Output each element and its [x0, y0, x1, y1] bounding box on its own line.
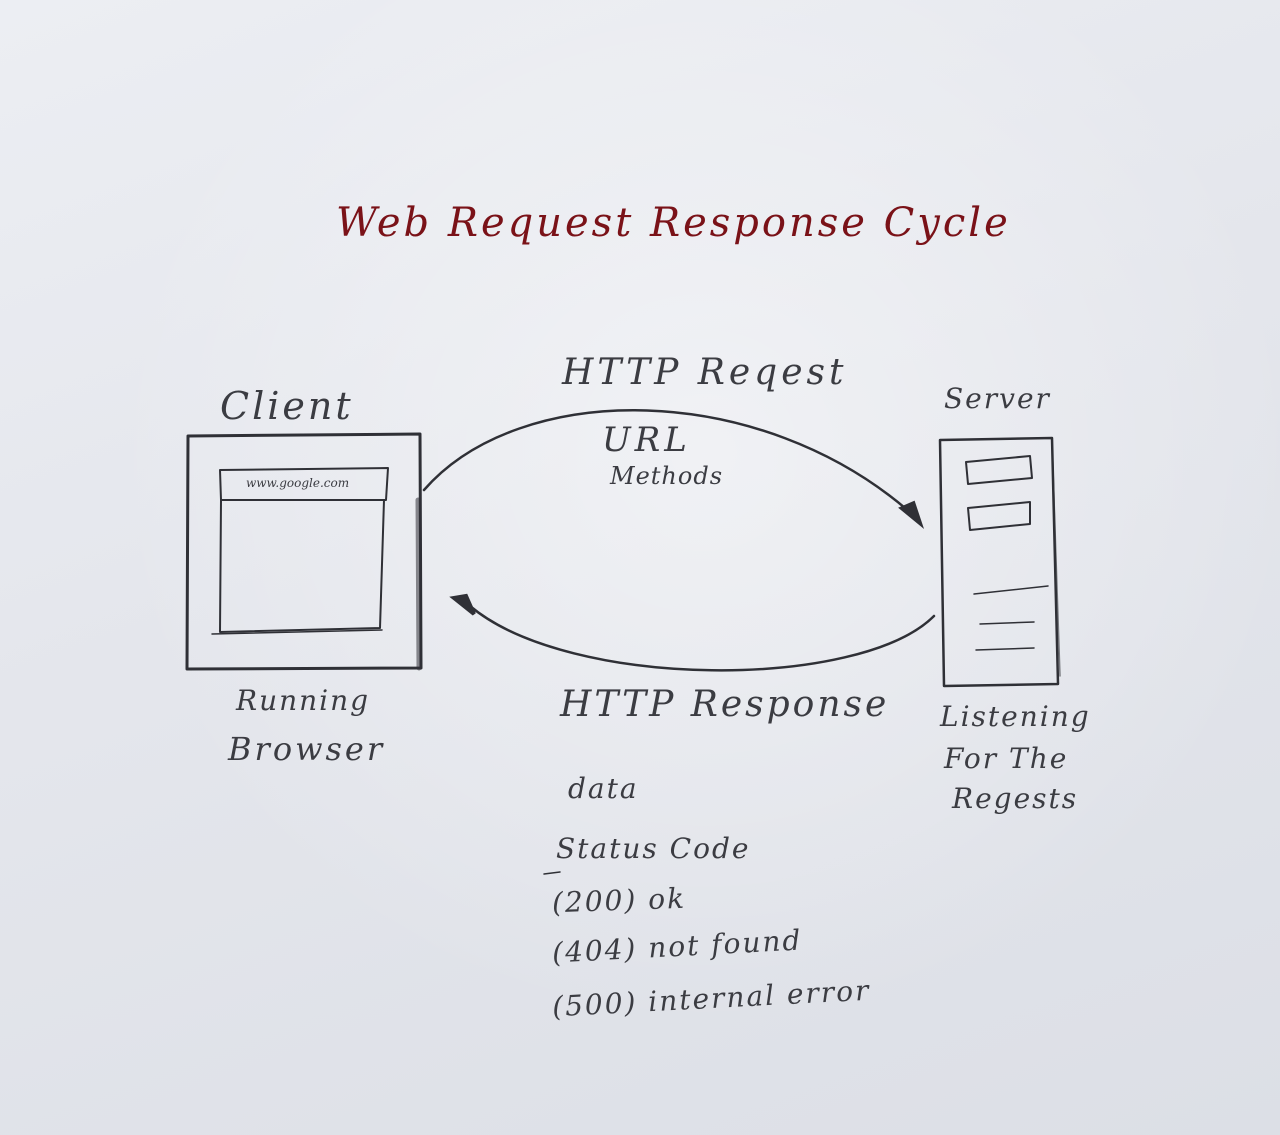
- client-label: Client: [220, 384, 354, 428]
- response-status-code-label: Status Code: [556, 832, 751, 865]
- browser-url-text: www.google.com: [246, 476, 350, 490]
- client-caption-line1: Running: [236, 684, 371, 717]
- status-code-200: (200) ok: [551, 881, 687, 920]
- response-arrow-line: [468, 604, 936, 672]
- client-caption-line2: Browser: [228, 730, 386, 768]
- request-arrowhead: [898, 500, 925, 529]
- response-data-label: data: [568, 772, 639, 805]
- server-label: Server: [944, 382, 1051, 415]
- http-request-label: HTTP Reqest: [562, 352, 848, 393]
- client-window: [185, 432, 423, 671]
- diagram-title: Web Request Response Cycle: [336, 200, 1011, 246]
- server-tower: [938, 436, 1061, 688]
- server-caption-line1: Listening: [940, 700, 1091, 733]
- http-response-label: HTTP Response: [560, 684, 890, 725]
- request-arrow-line: [422, 409, 914, 516]
- request-url-label: URL: [602, 420, 691, 460]
- response-arrowhead: [449, 593, 476, 616]
- server-caption-line2: For The: [944, 742, 1069, 775]
- request-methods-label: Methods: [610, 462, 724, 490]
- server-caption-line3: Regests: [952, 782, 1079, 815]
